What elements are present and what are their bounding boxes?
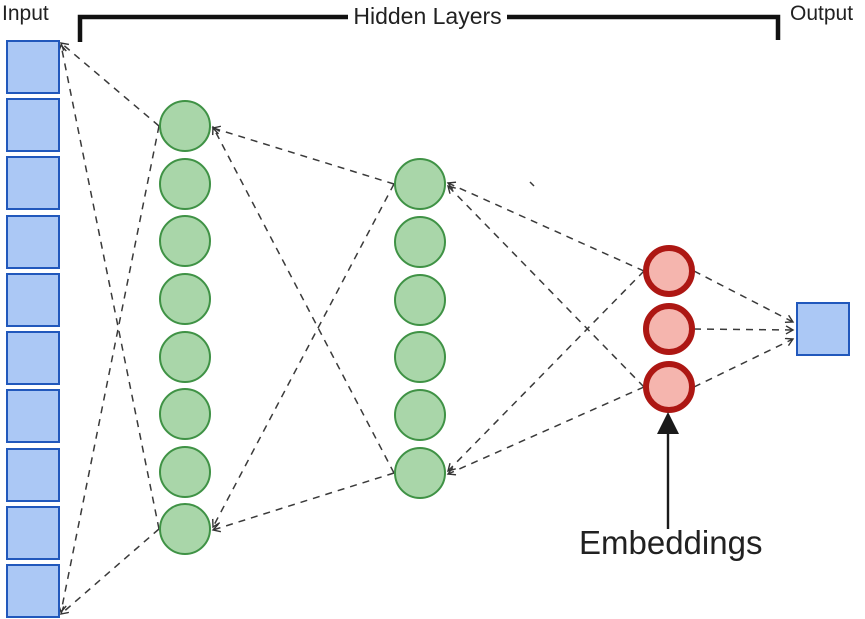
hidden-node [159, 388, 211, 440]
hidden-layers-label: Hidden Layers [353, 3, 502, 29]
connector-line [448, 183, 645, 272]
hidden-node [159, 331, 211, 383]
hidden-layer-2-group [394, 158, 446, 499]
embedding-layer-group [643, 245, 695, 413]
connector-line [448, 386, 645, 474]
connector-line [61, 125, 160, 612]
connector-line [213, 472, 395, 530]
embedding-node [643, 361, 695, 413]
input-node [6, 273, 60, 327]
hidden-node [159, 503, 211, 555]
connector-line [61, 43, 160, 127]
connector-line [693, 270, 793, 322]
hidden-node [394, 447, 446, 499]
embeddings-label: Embeddings [579, 524, 763, 561]
hidden-layer-1-group [159, 100, 211, 555]
hidden-node [394, 216, 446, 268]
hidden-layers-bracket [77, 14, 781, 42]
input-node [6, 98, 60, 152]
input-node [6, 331, 60, 385]
input-node [6, 506, 60, 560]
hidden-node [159, 446, 211, 498]
output-label: Output [790, 2, 854, 25]
input-node [6, 389, 60, 443]
connector-line [213, 128, 395, 185]
connector-line [213, 183, 395, 527]
input-node [6, 215, 60, 269]
hidden-node [394, 274, 446, 326]
hidden-node [394, 158, 446, 210]
input-node [6, 564, 60, 618]
embeddings-arrow-head [657, 412, 679, 434]
embedding-node [643, 245, 695, 297]
input-layer-group [6, 40, 60, 618]
output-layer-group [796, 302, 850, 356]
hidden-node [394, 331, 446, 383]
hidden-layers-bracket-group [77, 14, 781, 42]
connector-line [61, 45, 160, 530]
connector-line [61, 528, 160, 614]
stray-mark [529, 181, 535, 187]
hidden-node [159, 100, 211, 152]
connector-line [693, 339, 793, 388]
connector-line [213, 127, 395, 474]
hidden-node [159, 273, 211, 325]
input-label: Input [2, 2, 49, 25]
connections-group [61, 43, 793, 614]
hidden-node [394, 389, 446, 441]
connector-line [448, 270, 645, 471]
input-node [6, 156, 60, 210]
connector-line [448, 186, 645, 388]
connector-line [693, 329, 793, 330]
embedding-node [643, 303, 695, 355]
hidden-node [159, 215, 211, 267]
hidden-node [159, 158, 211, 210]
embeddings-arrow-group [657, 412, 679, 529]
input-node [6, 448, 60, 502]
output-node [796, 302, 850, 356]
input-node [6, 40, 60, 94]
